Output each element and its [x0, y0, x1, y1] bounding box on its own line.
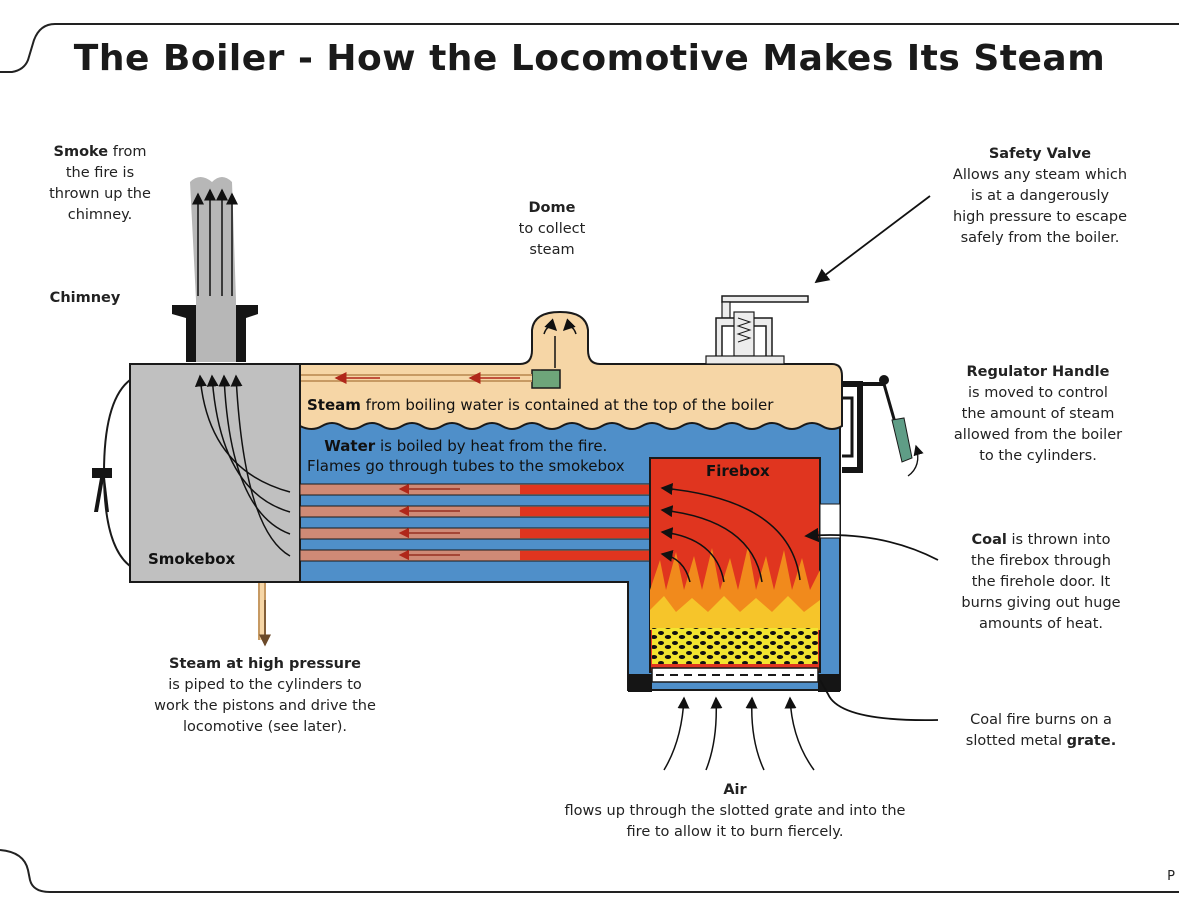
air-label-line-2: fire to allow it to burn fiercely.: [626, 824, 844, 840]
smoke-label-line-2: the fire is: [65, 165, 135, 181]
water-label: Water is boiled by heat from the fire. F…: [307, 436, 625, 476]
steam-high-pressure-label-line-1: is piped to the cylinders to: [168, 677, 362, 693]
coal-label-bold: Coal: [971, 532, 1007, 548]
coal-label-line-3: burns giving out huge: [961, 595, 1121, 611]
steam-high-pressure-label: Steam at high pressure is piped to the c…: [120, 654, 410, 738]
smoke-label-line-3: thrown up the: [49, 186, 151, 202]
grate-label-line-2: slotted metal: [965, 733, 1067, 749]
diagram-title: The Boiler - How the Locomotive Makes It…: [73, 38, 1106, 79]
smokebox-label-text: Smokebox: [148, 550, 236, 568]
regulator-valve: [531, 369, 561, 389]
smoke-label-line-1: from: [108, 144, 147, 160]
chimney-label-text: Chimney: [49, 290, 121, 306]
coal-label-line-2: the firehole door. It: [971, 574, 1111, 590]
coal-label-line-4: amounts of heat.: [979, 616, 1103, 632]
regulator-label-line-3: allowed from the boiler: [953, 427, 1123, 443]
steam-space: [299, 310, 843, 430]
water-label-bold: Water: [324, 437, 376, 455]
fire-tubes: [299, 483, 651, 562]
dome-steam-arrows: [543, 318, 577, 368]
coal-label-text: is thrown into: [1006, 532, 1111, 548]
firebox-label: Firebox: [706, 462, 770, 480]
water-label-text: is boiled by heat from the fire.: [375, 437, 608, 455]
smokebox-arrows: [194, 374, 291, 557]
regulator-handle: [842, 375, 924, 477]
smoke-label-line-4: chimney.: [67, 207, 133, 223]
smoke-plume: [190, 177, 238, 300]
firebox: [628, 457, 841, 692]
chimney-label: Chimney: [30, 288, 140, 309]
steam-high-pressure-label-line-3: locomotive (see later).: [183, 719, 347, 735]
steam-space-label: Steam from boiling water is contained at…: [307, 396, 773, 414]
steam-space-label-bold: Steam: [307, 396, 361, 414]
regulator-label-line-1: is moved to control: [968, 385, 1108, 401]
safety-valve-label-line-4: safely from the boiler.: [960, 230, 1120, 246]
regulator-label: Regulator Handle is moved to control the…: [930, 362, 1146, 467]
chimney: [172, 300, 258, 362]
grate-label-bold: grate.: [1066, 733, 1117, 749]
coal-label-line-1: the firebox through: [971, 553, 1111, 569]
steam-high-pressure-label-bold: Steam at high pressure: [169, 656, 361, 672]
steam-high-pressure-label-line-2: work the pistons and drive the: [154, 698, 376, 714]
safety-valve-label: Safety Valve Allows any steam which is a…: [922, 144, 1158, 249]
safety-valve-label-line-1: Allows any steam which: [952, 167, 1128, 183]
dome-label-line-2: steam: [529, 242, 575, 258]
firebox-arrows: [660, 483, 801, 583]
dome-label-line-1: to collect: [518, 221, 586, 237]
safety-valve-pointer: [814, 195, 931, 284]
regulator-label-line-4: to the cylinders.: [979, 448, 1097, 464]
safety-valve: [705, 295, 809, 365]
water-label-line-2: Flames go through tubes to the smokebox: [307, 457, 625, 475]
grate-label-line-1: Coal fire burns on a: [970, 712, 1112, 728]
page-mark: P: [1167, 869, 1175, 884]
dome-label-bold: Dome: [528, 200, 576, 216]
dome-label: Dome to collect steam: [482, 198, 622, 261]
air-arrows: [663, 696, 815, 771]
air-label-line-1: flows up through the slotted grate and i…: [564, 803, 906, 819]
safety-valve-label-line-3: high pressure to escape: [952, 209, 1128, 225]
smoke-label: Smoke from the fire is thrown up the chi…: [30, 142, 170, 226]
regulator-label-line-2: the amount of steam: [961, 406, 1115, 422]
smoke-label-bold: Smoke: [53, 144, 109, 160]
coal-pointer: [804, 527, 939, 561]
regulator-label-bold: Regulator Handle: [966, 364, 1110, 380]
coal-label: Coal is thrown into the firebox through …: [936, 530, 1146, 635]
smokebox-label: Smokebox: [148, 550, 235, 568]
safety-valve-label-line-2: is at a dangerously: [970, 188, 1110, 204]
safety-valve-label-bold: Safety Valve: [988, 146, 1092, 162]
firebox-label-text: Firebox: [706, 462, 770, 480]
air-label-bold: Air: [723, 782, 747, 798]
grate-pointer: [819, 679, 939, 722]
air-label: Air flows up through the slotted grate a…: [500, 780, 970, 843]
steam-space-label-text: from boiling water is contained at the t…: [360, 396, 774, 414]
grate-label: Coal fire burns on a slotted metal grate…: [936, 710, 1146, 752]
